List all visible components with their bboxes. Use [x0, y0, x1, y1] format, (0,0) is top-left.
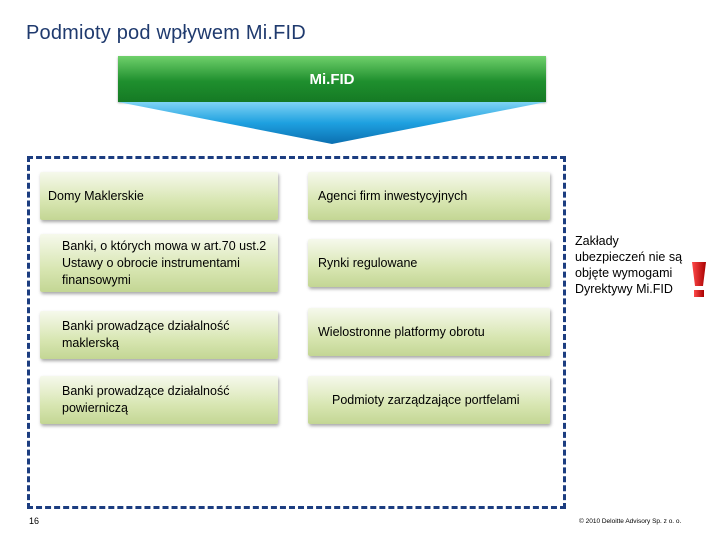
banner-label: Mi.FID — [309, 71, 355, 88]
slide-title: Podmioty pod wpływem Mi.FID — [26, 22, 306, 44]
box-banki-art70: Banki, o których mowa w art.70 ust.2 Ust… — [40, 234, 278, 292]
box-label: Wielostronne platformy obrotu — [318, 324, 485, 339]
box-domy-maklerskie: Domy Maklerskie — [40, 172, 278, 220]
box-label: Podmioty zarządzające portfelami — [332, 392, 520, 407]
box-label: Domy Maklerskie — [48, 188, 144, 203]
box-banki-maklerska: Banki prowadzące działalność maklerską — [40, 311, 278, 359]
box-podmioty-portfelami: Podmioty zarządzające portfelami — [308, 376, 550, 424]
down-arrow-icon — [118, 102, 546, 144]
box-platformy-obrotu: Wielostronne platformy obrotu — [308, 308, 550, 356]
box-agenci: Agenci firm inwestycyjnych — [308, 172, 550, 220]
box-rynki-regulowane: Rynki regulowane — [308, 239, 550, 287]
box-label: Banki, o których mowa w art.70 ust.2 Ust… — [62, 238, 267, 287]
mifid-banner: Mi.FID — [118, 56, 546, 102]
box-banki-powiernicza: Banki prowadzące działalność powierniczą — [40, 376, 278, 424]
insurance-note: Zakłady ubezpieczeń nie są objęte wymoga… — [575, 234, 683, 296]
page-number: 16 — [29, 516, 40, 526]
box-label: Agenci firm inwestycyjnych — [318, 188, 468, 203]
box-label: Rynki regulowane — [318, 255, 418, 270]
exclamation-icon — [692, 262, 706, 297]
copyright: © 2010 Deloitte Advisory Sp. z o. o. — [579, 518, 682, 525]
box-label: Banki prowadzące działalność maklerską — [62, 319, 230, 350]
box-label: Banki prowadzące działalność powierniczą — [62, 384, 230, 415]
entities-container — [27, 156, 566, 509]
